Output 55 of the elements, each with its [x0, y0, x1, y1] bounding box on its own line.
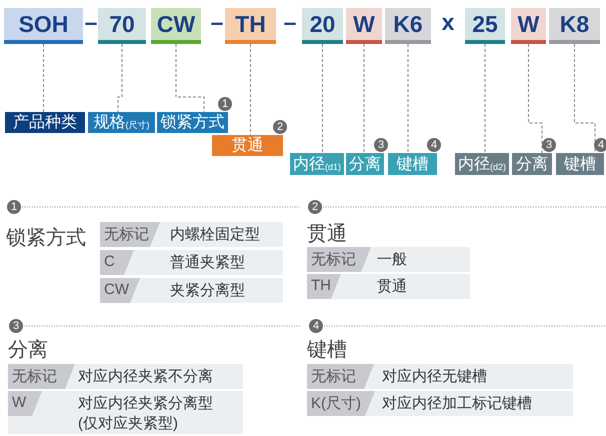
step-number-badge: 3: [9, 319, 23, 333]
code-segment: CW: [151, 8, 201, 44]
option-description: 贯通: [377, 277, 408, 297]
step-number-badge: 4: [309, 319, 323, 333]
option-description: 对应内径无键槽: [382, 367, 488, 387]
option-description: 对应内径夹紧不分离: [78, 367, 214, 387]
option-description: 夹紧分离型: [170, 281, 246, 301]
option-code: W: [8, 391, 42, 416]
code-segment: W: [511, 8, 546, 44]
separator: –: [283, 9, 297, 36]
option-description: 对应内径加工标记键槽: [382, 394, 533, 414]
option-code: TH: [307, 274, 341, 299]
option-description: 内螺栓固定型: [170, 225, 261, 245]
separator: x: [441, 9, 455, 36]
section-heading: 锁紧方式: [6, 226, 86, 251]
code-segment: 20: [302, 8, 343, 44]
option-description: 对应内径夹紧分离型(仅对应夹紧型): [78, 394, 214, 434]
option-description: 一般: [377, 250, 408, 270]
section-heading: 分离: [8, 338, 48, 363]
step-number-badge: 1: [218, 97, 232, 111]
leader-line: [322, 44, 323, 154]
category-label: 产品种类: [5, 112, 85, 133]
code-segment: SOH: [4, 8, 83, 44]
section-heading: 键槽: [307, 338, 347, 363]
option-code: 无标记: [100, 222, 160, 247]
step-number-badge: 3: [374, 138, 388, 152]
code-segment: TH: [225, 8, 276, 44]
code-segment: 25: [465, 8, 505, 44]
step-number-badge: 4: [427, 138, 441, 152]
leader-line: [250, 44, 251, 136]
section-heading: 贯通: [307, 222, 347, 247]
code-segment: 70: [98, 8, 146, 44]
option-code: K(尺寸): [307, 391, 375, 416]
option-code: 无标记: [307, 364, 374, 389]
option-code: 无标记: [8, 364, 75, 389]
leader-line: [176, 44, 204, 112]
step-number-badge: 2: [308, 200, 322, 214]
code-segment: W: [346, 8, 382, 44]
separator: –: [210, 9, 224, 36]
leader-line: [528, 44, 542, 154]
leader-line: [484, 44, 486, 154]
step-number-badge: 3: [542, 138, 556, 152]
step-number-badge: 1: [7, 200, 21, 214]
option-code: 无标记: [307, 247, 371, 272]
step-number-badge: 2: [273, 120, 287, 134]
option-code: CW: [100, 278, 140, 303]
code-segment: K6: [385, 8, 431, 44]
code-segment: K8: [549, 8, 600, 44]
separator: –: [84, 9, 98, 36]
step-number-badge: 4: [594, 138, 606, 152]
leader-line: [118, 44, 122, 112]
leader-line: [43, 44, 44, 112]
option-description: 普通夹紧型: [170, 253, 246, 273]
option-code: C: [100, 250, 134, 275]
leader-line: [574, 44, 596, 154]
